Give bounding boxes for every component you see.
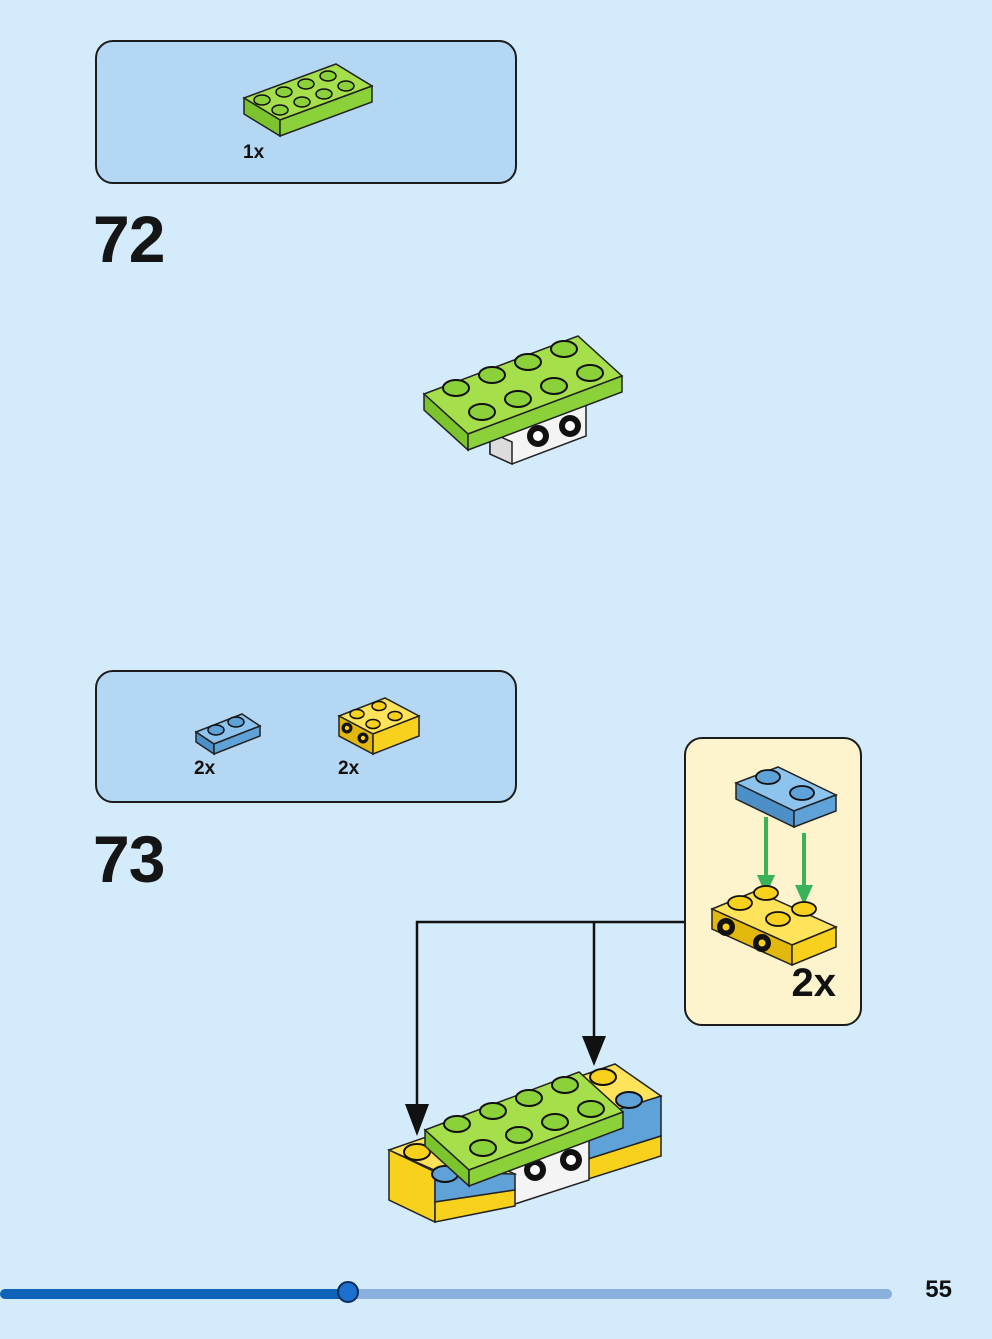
book-progress-marker <box>337 1281 359 1303</box>
parts-box-step-73: 2x 2x <box>95 670 517 803</box>
yellow-brick-side-studs-icon <box>337 697 421 756</box>
step-72-assembly-illustration <box>422 335 624 466</box>
step-number: 72 <box>93 202 165 276</box>
part-quantity: 2x <box>338 758 360 779</box>
step-number: 73 <box>93 822 165 896</box>
part-quantity: 1x <box>243 142 265 163</box>
subassembly-icon <box>710 766 838 967</box>
subassembly-callout: 2x <box>684 737 862 1026</box>
book-progress-bar <box>0 1281 892 1303</box>
blue-plate-1x2-icon <box>194 713 262 756</box>
part-quantity: 2x <box>194 758 216 779</box>
step-73-assembly-illustration <box>386 1063 663 1224</box>
callout-quantity: 2x <box>791 961 837 1005</box>
book-progress-fill <box>0 1289 348 1299</box>
green-plate-2x4-icon <box>242 63 374 138</box>
parts-box-step-72: 1x <box>95 40 517 184</box>
page-number: 55 <box>925 1276 952 1303</box>
